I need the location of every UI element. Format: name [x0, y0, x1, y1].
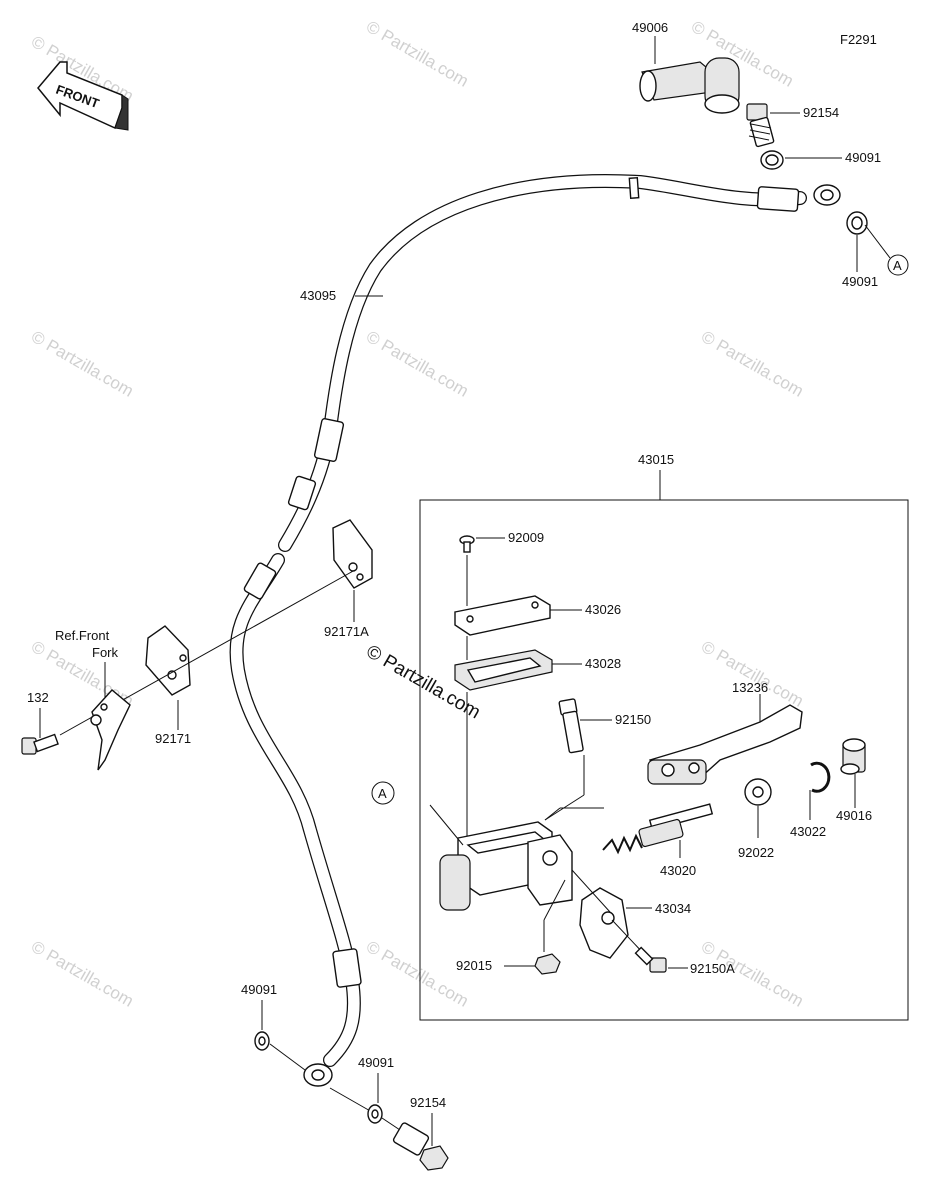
label-92171A: 92171A — [324, 624, 369, 639]
bolt-92150A — [634, 946, 667, 973]
label-92150: 92150 — [615, 712, 651, 727]
screw-92009 — [459, 535, 475, 553]
bushing-49016 — [840, 738, 866, 775]
assembly-box — [419, 499, 909, 1021]
label-49016: 49016 — [836, 808, 872, 823]
label-92150A: 92150A — [690, 961, 735, 976]
washer-92022-hole — [752, 786, 764, 798]
figure-code: F2291 — [840, 32, 877, 47]
ref-note-line1: Ref.Front — [55, 628, 110, 643]
callout-a-top — [887, 254, 909, 276]
watermark: © Partzilla.com — [28, 937, 137, 1011]
washer-bottom-2-hole — [371, 1109, 379, 1119]
front-fork-ref — [90, 689, 131, 771]
hose-clamp-92171 — [145, 625, 191, 696]
nut-92015 — [534, 953, 561, 975]
diaphragm-43028 — [454, 649, 553, 691]
watermark: © Partzilla.com — [698, 637, 807, 711]
label-43015: 43015 — [638, 452, 674, 467]
watermark: © Partzilla.com — [698, 327, 807, 401]
label-92015: 92015 — [456, 958, 492, 973]
watermarks: © Partzilla.com © Partzilla.com © Partzi… — [28, 17, 807, 1011]
pivot-bolt-92150 — [558, 698, 584, 754]
circlip-43022 — [810, 761, 831, 793]
callout-a-body-label: A — [378, 786, 387, 801]
master-cylinder-body — [439, 821, 573, 911]
label-43034: 43034 — [655, 901, 691, 916]
ref-note-line2: Fork — [92, 645, 119, 660]
label-43022: 43022 — [790, 824, 826, 839]
label-43028: 43028 — [585, 656, 621, 671]
washer-top-1-hole — [765, 154, 779, 166]
label-43026: 43026 — [585, 602, 621, 617]
label-132: 132 — [27, 690, 49, 705]
hose-clamp-92171A — [332, 519, 373, 589]
label-49091-top1: 49091 — [845, 150, 881, 165]
brake-lever-13236 — [647, 704, 803, 785]
callout-a-top-label: A — [893, 258, 902, 273]
watermark: © Partzilla.com — [363, 17, 472, 91]
label-49006: 49006 — [632, 20, 668, 35]
label-92022: 92022 — [738, 845, 774, 860]
washer-top-2-hole — [851, 216, 863, 230]
banjo-bolt-bottom — [392, 1122, 449, 1171]
banjo-bolt-top — [746, 103, 775, 148]
label-13236: 13236 — [732, 680, 768, 695]
watermark: © Partzilla.com — [363, 327, 472, 401]
label-92154-bot: 92154 — [410, 1095, 446, 1110]
label-49091-bot1: 49091 — [241, 982, 277, 997]
label-49091-top2: 49091 — [842, 274, 878, 289]
label-92171: 92171 — [155, 731, 191, 746]
brake-hose — [229, 174, 841, 1087]
washer-bottom-1-hole — [258, 1036, 266, 1046]
watermark: © Partzilla.com — [363, 937, 472, 1011]
label-43020: 43020 — [660, 863, 696, 878]
callout-a-body — [371, 781, 395, 805]
cap-49006 — [639, 57, 740, 114]
bolt-132 — [21, 733, 59, 755]
label-92009: 92009 — [508, 530, 544, 545]
piston-kit-43020 — [602, 803, 714, 855]
label-49091-bot2: 49091 — [358, 1055, 394, 1070]
reservoir-cap-43026 — [454, 595, 551, 636]
label-92154-top: 92154 — [803, 105, 839, 120]
watermark: © Partzilla.com — [28, 327, 137, 401]
handlebar-clamp-43034 — [579, 887, 629, 959]
label-43095: 43095 — [300, 288, 336, 303]
